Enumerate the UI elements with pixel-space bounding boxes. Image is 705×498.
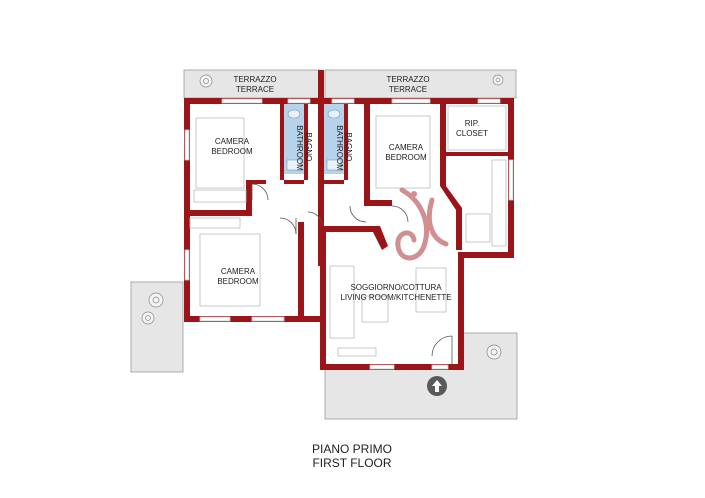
terrace-left-label-en: TERRACE (236, 85, 274, 94)
svg-text:PIANO PRIMO: PIANO PRIMO (312, 442, 392, 456)
svg-text:TERRAZZO: TERRAZZO (233, 75, 276, 84)
svg-text:CAMERA: CAMERA (389, 143, 424, 152)
logo-watermark-icon (395, 187, 449, 261)
svg-text:BEDROOM: BEDROOM (217, 277, 259, 286)
svg-text:TERRACE: TERRACE (389, 85, 427, 94)
windows (184, 98, 514, 370)
bathroom-fixtures (286, 109, 342, 171)
closet-label-en: CLOSET (456, 129, 488, 138)
furniture (189, 105, 507, 357)
north-arrow-icon (427, 376, 447, 396)
plant-icon (141, 74, 504, 360)
bathroom-1-label-en: BATHROOM (295, 125, 304, 171)
bedroom-bottom-label-it: CAMERA (221, 267, 256, 276)
floor-areas (186, 100, 511, 368)
doors (251, 183, 453, 364)
bedroom-top-right-label-en: BEDROOM (385, 153, 427, 162)
closet-shelf (447, 105, 507, 151)
svg-text:FIRST FLOOR: FIRST FLOOR (312, 456, 391, 470)
bed-top-left (195, 117, 245, 189)
terrace-right-label-it: TERRAZZO (386, 75, 429, 84)
living-label-it: SOGGIORNO/COTTURA (350, 283, 442, 292)
svg-text:BAGNO BATHROOM: BAGNO BATHROOM (335, 125, 353, 171)
svg-text:CAMERA: CAMERA (215, 137, 250, 146)
svg-text:CLOSET: CLOSET (456, 129, 488, 138)
svg-text:TERRACE: TERRACE (236, 85, 274, 94)
bathroom-2-label-en: BATHROOM (335, 125, 344, 171)
bedroom-top-left-label-en: BEDROOM (211, 147, 253, 156)
terrace-left-label-it: TERRAZZO (233, 75, 276, 84)
floor-caption: PIANO PRIMO FIRST FLOOR (312, 442, 392, 470)
bed-bottom (199, 233, 261, 307)
bedroom-top-right-label-it: CAMERA (389, 143, 424, 152)
coffee-table (361, 295, 389, 323)
tv-unit (337, 347, 377, 357)
kitchen-counter (491, 159, 507, 247)
closet-label-it: RIP. (465, 119, 480, 128)
terrace-right-label-en: TERRACE (389, 85, 427, 94)
bathroom-1-floor (284, 104, 304, 174)
kitchen-island (465, 213, 491, 243)
bathroom-2-floor (324, 104, 344, 174)
svg-text:BEDROOM: BEDROOM (385, 153, 427, 162)
svg-text:BEDROOM: BEDROOM (211, 147, 253, 156)
room-labels: TERRAZZO TERRACE TERRAZZO TERRACE CAMERA… (211, 75, 488, 302)
caption-line-2: FIRST FLOOR (312, 456, 391, 470)
svg-text:TERRAZZO: TERRAZZO (386, 75, 429, 84)
svg-text:SOGGIORNO/COTTURA: SOGGIORNO/COTTURA (350, 283, 442, 292)
wardrobe-bottom (189, 217, 241, 229)
bathroom-1-label-it: BAGNO (304, 132, 313, 161)
wardrobe-top-left (193, 189, 247, 203)
caption-line-1: PIANO PRIMO (312, 442, 392, 456)
dining-table (415, 267, 447, 313)
svg-text:RIP.: RIP. (465, 119, 480, 128)
terrace-top-right (324, 69, 517, 99)
svg-text:CAMERA: CAMERA (221, 267, 256, 276)
bathroom-2-label-it: BAGNO (344, 132, 353, 161)
svg-text:LIVING ROOM/KITCHENETTE: LIVING ROOM/KITCHENETTE (340, 293, 451, 302)
bedroom-top-left-label-it: CAMERA (215, 137, 250, 146)
svg-text:BAGNO BATHROOM: BAGNO BATHROOM (295, 125, 313, 171)
living-label-en: LIVING ROOM/KITCHENETTE (340, 293, 451, 302)
bedroom-bottom-label-en: BEDROOM (217, 277, 259, 286)
sofa (329, 265, 355, 339)
